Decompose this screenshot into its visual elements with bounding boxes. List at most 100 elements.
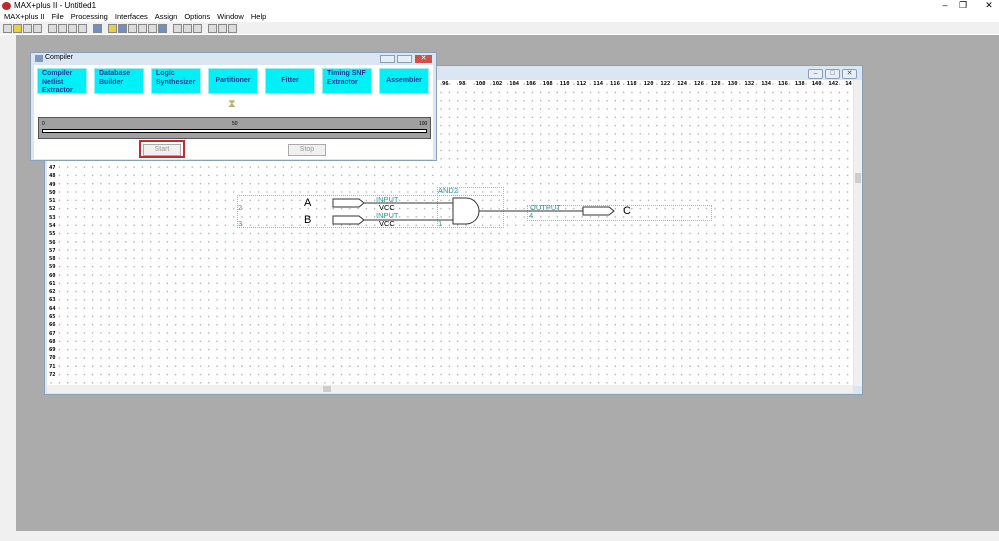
menu-options[interactable]: Options (184, 12, 211, 21)
column-number: 102 (492, 81, 503, 87)
menu-help[interactable]: Help (250, 12, 267, 21)
progress-bar (42, 129, 427, 133)
output-type: OUTPUT (530, 203, 561, 212)
app-logo-icon (2, 2, 11, 10)
restore-icon[interactable]: ❐ (958, 0, 968, 10)
left-strip (0, 35, 16, 531)
editor-maximize-icon[interactable]: □ (825, 69, 840, 79)
open-icon[interactable] (13, 23, 22, 33)
pin-a-number: 2 (238, 203, 243, 212)
floorplan-icon[interactable] (118, 23, 127, 33)
horizontal-scroll-thumb[interactable] (323, 386, 331, 392)
row-number: 57 (49, 247, 56, 254)
start-button[interactable]: Start (143, 144, 181, 156)
save-icon[interactable] (23, 23, 32, 33)
column-number: 130 (727, 81, 738, 87)
compiler-window: Compiler ✕ Compiler Netlist Extractor Da… (30, 52, 437, 161)
row-number: 53 (49, 214, 56, 221)
hourglass-icon: ⧗ (228, 98, 236, 110)
compiler-title: Compiler (45, 54, 74, 61)
compiler-icon (35, 55, 43, 62)
stop-button[interactable]: Stop (288, 144, 326, 156)
vertical-scroll-thumb[interactable] (855, 173, 861, 183)
row-number: 63 (49, 297, 56, 304)
module-fitter[interactable]: Fitter (265, 68, 315, 94)
compiler-icon[interactable] (128, 23, 137, 33)
new-icon[interactable] (3, 23, 12, 33)
undo-icon[interactable] (78, 23, 87, 33)
menu-file[interactable]: File (51, 12, 64, 21)
help-pointer-icon[interactable] (93, 23, 102, 33)
compiler-minimize-icon[interactable] (380, 55, 395, 63)
pin-b-number: 3 (238, 219, 243, 228)
compiler-close-icon[interactable]: ✕ (415, 55, 432, 63)
assign2-icon[interactable] (218, 23, 227, 33)
close-icon[interactable]: ✕ (985, 0, 993, 10)
column-number: 132 (744, 81, 755, 87)
module-assembler[interactable]: Assembler (379, 68, 429, 94)
editor-close-icon[interactable]: ✕ (842, 69, 857, 79)
row-number: 60 (49, 272, 56, 279)
menu-window[interactable]: Window (217, 12, 244, 21)
column-number: 120 (643, 81, 654, 87)
column-number: 116 (610, 81, 620, 87)
horizontal-scrollbar[interactable] (47, 385, 853, 393)
column-number: 100 (475, 81, 486, 87)
menu-interfaces[interactable]: Interfaces (114, 12, 148, 21)
input-wires (364, 202, 453, 221)
and-gate-symbol (452, 197, 480, 225)
cut-icon[interactable] (48, 23, 57, 33)
module-timing-snf-extractor[interactable]: Timing SNF Extractor (322, 68, 372, 94)
row-number: 62 (49, 289, 56, 296)
paste-icon[interactable] (68, 23, 77, 33)
column-number: 96 (442, 81, 449, 87)
column-number: 140 (811, 81, 822, 87)
module-netlist-extractor[interactable]: Compiler Netlist Extractor (37, 68, 87, 94)
row-number: 69 (49, 347, 56, 354)
row-number: 48 (49, 173, 56, 180)
column-number: 136 (778, 81, 788, 87)
menu-maxplus[interactable]: MAX+plus II (4, 12, 45, 21)
compiler-maximize-icon[interactable] (397, 55, 412, 63)
project-save-check-icon[interactable] (183, 23, 192, 33)
row-number: 49 (49, 181, 56, 188)
row-number: 56 (49, 239, 56, 246)
assign3-icon[interactable] (228, 23, 237, 33)
menu-processing[interactable]: Processing (70, 12, 108, 21)
module-partitioner[interactable]: Partitioner (208, 68, 258, 94)
project-compile-icon[interactable] (193, 23, 202, 33)
copy-icon[interactable] (58, 23, 67, 33)
row-number: 71 (49, 363, 56, 370)
output-name[interactable]: C (623, 205, 631, 217)
assign-icon[interactable] (208, 23, 217, 33)
vertical-scrollbar[interactable] (854, 80, 862, 386)
menu-bar: MAX+plus II File Processing Interfaces Assig… (0, 12, 999, 22)
module-logic-synthesizer[interactable]: Logic Synthesizer (151, 68, 201, 94)
timing-icon[interactable] (148, 23, 157, 33)
app-title: MAX+plus II - Untitled1 (14, 1, 97, 10)
column-number: 142 (828, 81, 839, 87)
module-database-builder[interactable]: Database Builder (94, 68, 144, 94)
hierarchy-icon[interactable] (108, 23, 117, 33)
pin-a-name[interactable]: A (304, 197, 312, 209)
pin-b-name[interactable]: B (304, 214, 312, 226)
print-icon[interactable] (33, 23, 42, 33)
row-number: 47 (49, 165, 56, 171)
minimize-icon[interactable]: – (942, 0, 948, 10)
menu-assign[interactable]: Assign (154, 12, 178, 21)
editor-minimize-icon[interactable]: – (808, 69, 823, 79)
compile-progress: 0 50 100 (38, 117, 431, 139)
column-number: 106 (526, 81, 536, 87)
programmer-icon[interactable] (158, 23, 167, 33)
project-set-icon[interactable] (173, 23, 182, 33)
row-number: 55 (49, 231, 56, 238)
simulator-icon[interactable] (138, 23, 147, 33)
row-number: 59 (49, 264, 56, 271)
column-number: 124 (677, 81, 688, 87)
column-number: 104 (509, 81, 520, 87)
column-number: 134 (761, 81, 772, 87)
row-number: 51 (49, 198, 56, 205)
column-number: 14 (845, 81, 852, 87)
app-titlebar: MAX+plus II - Untitled1 – ❐ ✕ (0, 0, 999, 12)
pin-b-vcc: VCC (379, 219, 395, 228)
